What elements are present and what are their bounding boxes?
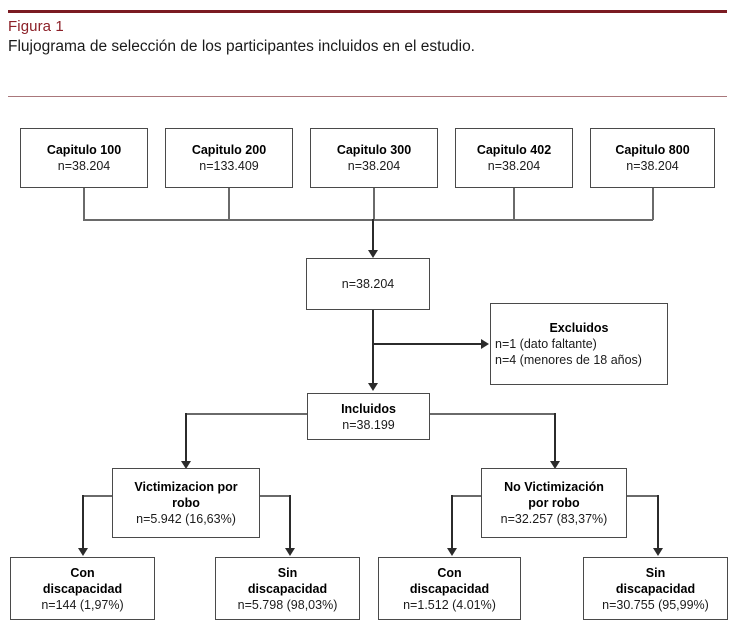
- node-victimizacion-robo: Victimizacion por robo n=5.942 (16,63%): [112, 468, 260, 538]
- node-title-line2: discapacidad: [247, 581, 328, 596]
- node-merged-total: n=38.204: [306, 258, 430, 310]
- edge-incluidos-left: [185, 413, 308, 415]
- node-title-line2: discapacidad: [615, 581, 696, 596]
- node-capitulo-300: Capitulo 300 n=38.204: [310, 128, 438, 188]
- header-top-rule: [8, 10, 727, 13]
- arrow-to-merged: [368, 250, 378, 258]
- edge-victim-right: [259, 495, 290, 497]
- edge-incluidos-right-drop: [554, 413, 556, 463]
- arrow-to-novictim-sin: [653, 548, 663, 556]
- node-title-line1: Con: [437, 565, 462, 580]
- node-incluidos: Incluidos n=38.199: [307, 393, 430, 440]
- node-value: n=38.204: [341, 277, 395, 291]
- edge-victim-left: [82, 495, 113, 497]
- node-value: n=5.942 (16,63%): [136, 512, 236, 526]
- node-victim-con-discapacidad: Con discapacidad n=144 (1,97%): [10, 557, 155, 620]
- node-excluded-missing: n=1 (dato faltante): [495, 337, 597, 351]
- edge-victim-left-drop: [82, 495, 84, 550]
- edge-cap300-stub: [373, 188, 375, 220]
- node-title-line2: discapacidad: [409, 581, 490, 596]
- node-title: Incluidos: [341, 401, 396, 416]
- node-capitulo-800: Capitulo 800 n=38.204: [590, 128, 715, 188]
- node-value: n=38.204: [347, 159, 401, 173]
- node-title: Capitulo 402: [476, 143, 552, 157]
- arrow-to-victim-sin: [285, 548, 295, 556]
- arrow-to-novictim-con: [447, 548, 457, 556]
- edge-novictim-right: [626, 495, 658, 497]
- node-value: n=32.257 (83,37%): [500, 512, 608, 526]
- header-bottom-rule: [8, 96, 727, 97]
- node-value: n=5.798 (98,03%): [237, 597, 338, 612]
- node-title-line1: Victimizacion por: [134, 480, 238, 494]
- edge-incluidos-right: [429, 413, 555, 415]
- arrow-to-incluidos: [368, 383, 378, 391]
- edge-novictim-left-drop: [451, 495, 453, 550]
- node-title-line2: por robo: [528, 496, 580, 510]
- figure-caption: Flujograma de selección de los participa…: [8, 38, 475, 55]
- edge-victim-right-drop: [289, 495, 291, 550]
- node-title-line1: Con: [70, 565, 95, 580]
- node-value: n=38.204: [487, 159, 541, 173]
- node-capitulo-100: Capitulo 100 n=38.204: [20, 128, 148, 188]
- node-title: Capitulo 300: [336, 143, 412, 157]
- node-capitulo-402: Capitulo 402 n=38.204: [455, 128, 573, 188]
- arrow-to-no-victimizacion: [550, 461, 560, 469]
- edge-cap100-stub: [83, 188, 85, 220]
- node-victim-sin-discapacidad: Sin discapacidad n=5.798 (98,03%): [215, 557, 360, 620]
- node-title-line2: robo: [172, 496, 200, 510]
- node-capitulo-200: Capitulo 200 n=133.409: [165, 128, 293, 188]
- node-no-victimizacion-robo: No Victimización por robo n=32.257 (83,3…: [481, 468, 627, 538]
- node-title-line1: Sin: [277, 565, 298, 580]
- node-title-line2: discapacidad: [42, 581, 123, 596]
- edge-sources-manifold: [83, 219, 653, 221]
- node-novictim-sin-discapacidad: Sin discapacidad n=30.755 (95,99%): [583, 557, 728, 620]
- arrow-to-victim-con: [78, 548, 88, 556]
- node-title-line1: Sin: [645, 565, 666, 580]
- arrow-to-victimizacion: [181, 461, 191, 469]
- edge-cap200-stub: [228, 188, 230, 220]
- edge-novictim-left: [451, 495, 482, 497]
- node-value: n=38.204: [626, 159, 679, 173]
- node-excluded-minors: n=4 (menores de 18 años): [495, 353, 642, 367]
- node-novictim-con-discapacidad: Con discapacidad n=1.512 (4.01%): [378, 557, 521, 620]
- edge-merged-trunk: [372, 310, 374, 384]
- edge-novictim-right-drop: [657, 495, 659, 550]
- node-excluidos: Excluidos n=1 (dato faltante) n=4 (menor…: [490, 303, 668, 385]
- node-title: Excluidos: [549, 321, 609, 335]
- edge-cap800-stub: [652, 188, 654, 220]
- node-value: n=1.512 (4.01%): [403, 597, 496, 612]
- edge-incluidos-left-drop: [185, 413, 187, 463]
- edge-to-excluidos: [372, 343, 482, 345]
- edge-manifold-to-merged: [372, 219, 374, 252]
- node-value: n=38.204: [57, 159, 111, 173]
- node-value: n=38.199: [342, 417, 395, 432]
- figure-label: Figura 1: [8, 18, 64, 35]
- node-value: n=133.409: [199, 159, 259, 173]
- edge-cap402-stub: [513, 188, 515, 220]
- node-value: n=30.755 (95,99%): [602, 597, 709, 612]
- node-title: Capitulo 100: [46, 143, 122, 157]
- node-title-line1: No Victimización: [504, 480, 604, 494]
- arrow-to-excluidos: [481, 339, 489, 349]
- node-title: Capitulo 200: [191, 143, 267, 157]
- node-value: n=144 (1,97%): [41, 597, 124, 612]
- node-title: Capitulo 800: [615, 143, 690, 157]
